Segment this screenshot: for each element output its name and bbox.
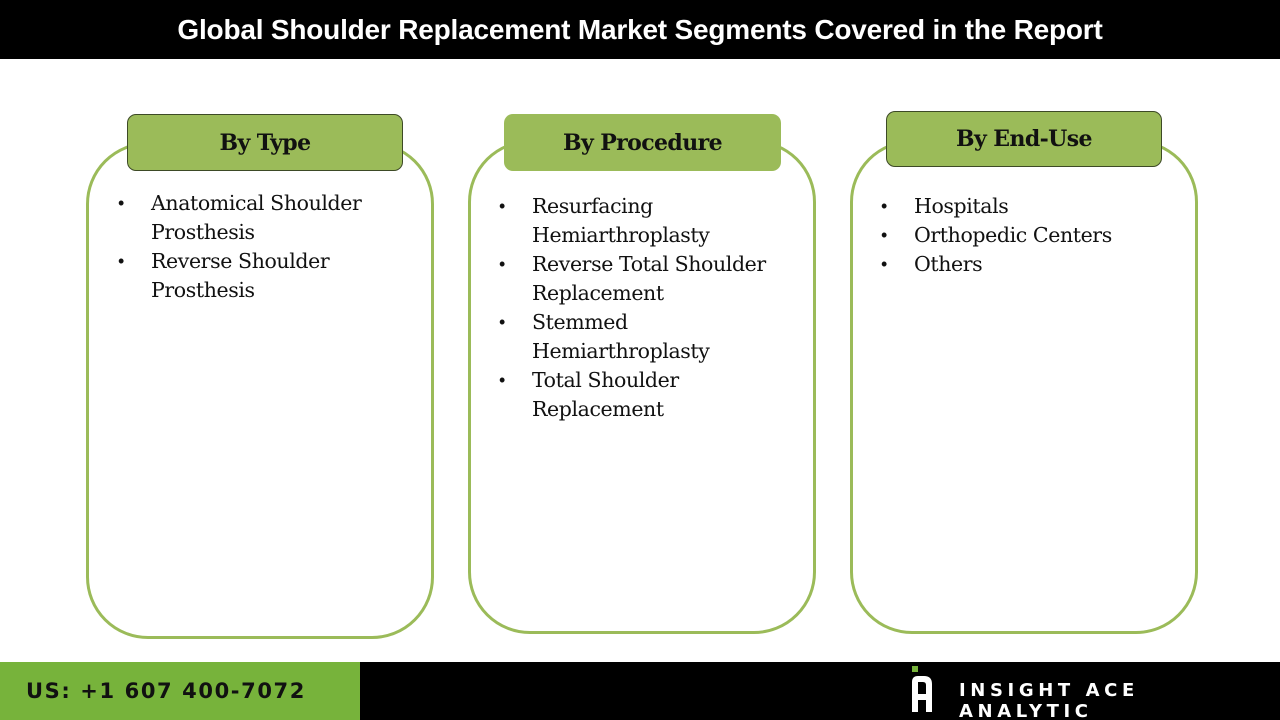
bullet-icon: • bbox=[118, 251, 124, 271]
title-bar: Global Shoulder Replacement Market Segme… bbox=[0, 0, 1280, 59]
list-item: •Orthopedic Centers bbox=[877, 221, 1177, 250]
list-item: •Hospitals bbox=[877, 192, 1177, 221]
footer-contact: US: +1 607 400-7072 bbox=[0, 662, 360, 720]
segment-card-type bbox=[86, 142, 434, 639]
segment-header-procedure: By Procedure bbox=[504, 114, 781, 171]
segment-title: By End-Use bbox=[956, 126, 1092, 152]
bullet-icon: • bbox=[881, 225, 887, 245]
list-item: •Stemmed Hemiarthroplasty bbox=[495, 308, 795, 366]
footer-brand: INSIGHT ACE ANALYTIC bbox=[360, 662, 1280, 720]
segment-card-end-use bbox=[850, 140, 1198, 634]
list-item: •Total Shoulder Replacement bbox=[495, 366, 795, 424]
segment-header-end-use: By End-Use bbox=[886, 111, 1162, 167]
brand-name: INSIGHT ACE ANALYTIC bbox=[959, 680, 1139, 720]
page-title: Global Shoulder Replacement Market Segme… bbox=[177, 13, 1103, 45]
segment-header-type: By Type bbox=[127, 114, 403, 171]
bullet-icon: • bbox=[118, 193, 124, 213]
segment-list-type: •Anatomical Shoulder Prosthesis •Reverse… bbox=[114, 189, 414, 305]
bullet-icon: • bbox=[499, 312, 505, 332]
segment-list-end-use: •Hospitals •Orthopedic Centers •Others bbox=[877, 192, 1177, 279]
phone-number: US: +1 607 400-7072 bbox=[26, 679, 306, 703]
list-item: •Anatomical Shoulder Prosthesis bbox=[114, 189, 414, 247]
list-item: •Reverse Shoulder Prosthesis bbox=[114, 247, 414, 305]
bullet-icon: • bbox=[499, 254, 505, 274]
list-item: •Others bbox=[877, 250, 1177, 279]
segment-card-procedure bbox=[468, 140, 816, 634]
bullet-icon: • bbox=[881, 196, 887, 216]
segment-title: By Procedure bbox=[562, 129, 723, 156]
list-item: •Reverse Total Shoulder Replacement bbox=[495, 250, 795, 308]
segment-list-procedure: •Resurfacing Hemiarthroplasty •Reverse T… bbox=[495, 192, 795, 424]
segment-title: By Type bbox=[219, 129, 312, 156]
bullet-icon: • bbox=[881, 254, 887, 274]
insight-ace-logo-icon bbox=[912, 666, 932, 712]
bullet-icon: • bbox=[499, 370, 505, 390]
list-item: •Resurfacing Hemiarthroplasty bbox=[495, 192, 795, 250]
bullet-icon: • bbox=[499, 196, 505, 216]
